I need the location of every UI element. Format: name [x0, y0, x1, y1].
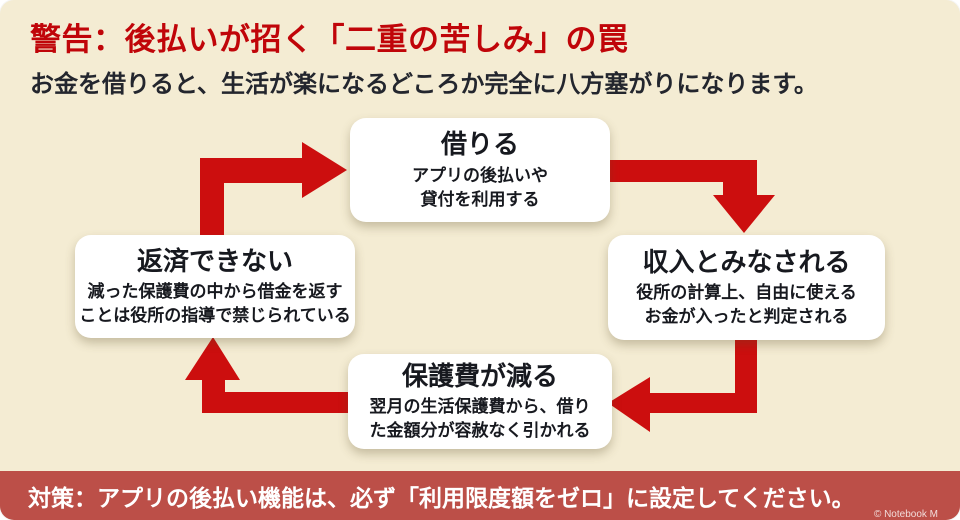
- node-description-line: アプリの後払いや: [412, 165, 548, 185]
- cycle-node-borrow: 借りる アプリの後払いや 貸付を利用する: [350, 118, 610, 222]
- node-description-line: ことは役所の指導で禁じられている: [79, 306, 351, 326]
- node-title: 返済できない: [136, 245, 293, 276]
- node-description-line: 翌月の生活保護費から、借り: [369, 397, 591, 417]
- node-title: 借りる: [440, 129, 519, 160]
- node-title: 保護費が減る: [401, 360, 558, 391]
- watermark-credit: © Notebook M: [873, 509, 938, 520]
- page-title: 警告：後払いが招く「二重の苦しみ」の罠: [30, 22, 629, 57]
- arrow-bottom-to-left-icon: [185, 337, 348, 413]
- arrow-right-to-bottom-icon: [608, 340, 757, 432]
- cycle-node-benefits-reduced: 保護費が減る 翌月の生活保護費から、借り た金額分が容赦なく引かれる: [348, 354, 612, 449]
- node-description-line: お金が入ったと判定される: [644, 307, 849, 327]
- node-description-line: た金額分が容赦なく引かれる: [369, 421, 591, 441]
- node-description-line: 減った保護費の中から借金を返す: [87, 282, 343, 302]
- page-subtitle: お金を借りると、生活が楽になるどころか完全に八方塞がりになります。: [30, 71, 818, 98]
- cycle-node-cannot-repay: 返済できない 減った保護費の中から借金を返す ことは役所の指導で禁じられている: [75, 235, 355, 338]
- cycle-node-counted-as-income: 収入とみなされる 役所の計算上、自由に使える お金が入ったと判定される: [608, 235, 885, 340]
- countermeasure-text: 対策：アプリの後払い機能は、必ず「利用限度額をゼロ」に設定してください。: [28, 484, 855, 511]
- node-description-line: 役所の計算上、自由に使える: [636, 283, 857, 303]
- node-description-line: 貸付を利用する: [420, 189, 540, 209]
- arrow-left-to-top-icon: [200, 142, 347, 235]
- node-title: 収入とみなされる: [642, 246, 851, 277]
- countermeasure-banner: 対策：アプリの後払い機能は、必ず「利用限度額をゼロ」に設定してください。 © N…: [0, 471, 960, 520]
- arrow-top-to-right-icon: [610, 160, 775, 233]
